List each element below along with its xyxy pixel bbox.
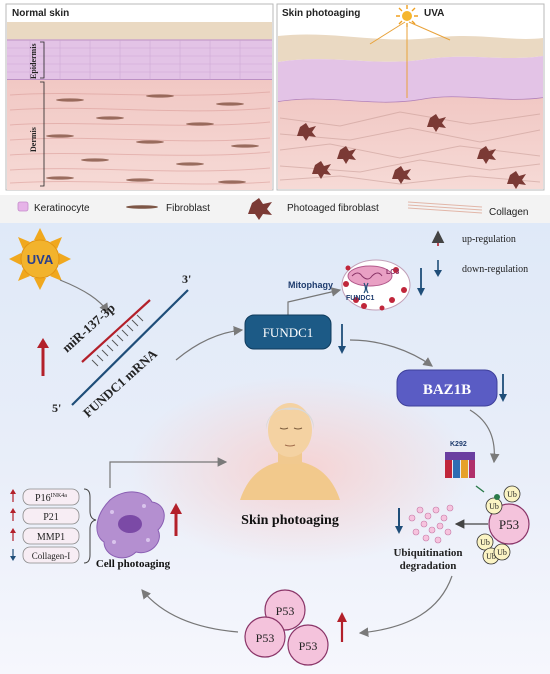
ubiquitin-complex: K292 P53 Ub Ub Ub Ub Ub	[445, 441, 530, 565]
p53-accumulation: P53 P53 P53	[244, 589, 347, 666]
ub-label-3: Ub	[480, 538, 490, 547]
uva-sun-icon: UVA	[9, 228, 71, 290]
marker-p16: P16INK4a	[35, 493, 67, 504]
mitophagy-down-arrow	[417, 288, 425, 296]
p53-label-1: P53	[276, 604, 295, 618]
marker-collagen: Collagen-I	[32, 551, 71, 561]
marker-panel: P16INK4a P21 MMP1 Collagen-I	[10, 488, 97, 564]
k292-label: K292	[450, 441, 467, 448]
mitochondrion-icon	[347, 265, 393, 287]
ub-label-5: Ub	[497, 548, 507, 557]
ub-label-1: Ub	[507, 490, 517, 499]
ub-label-2: Ub	[489, 502, 499, 511]
mirna-up-arrow	[37, 338, 49, 348]
uva-label: UVA	[27, 252, 54, 267]
fundc1-node: FUNDC1	[244, 314, 346, 354]
mitophagy-group: Mitophagy LC3 FUNDC1	[287, 259, 425, 316]
uva-top-label: UVA	[424, 8, 444, 19]
p53-up-arrow	[337, 612, 347, 622]
p53-degradation-down-arrow	[395, 526, 403, 534]
photoaging-title: Skin photoaging	[282, 8, 360, 19]
dermis-label: Dermis	[29, 127, 38, 152]
baz1b-node: BAZ1B	[396, 369, 507, 407]
fundc1-label: FUNDC1	[263, 325, 314, 340]
center-label: Skin photoaging	[241, 513, 339, 528]
fibroblast-swatch	[126, 205, 158, 209]
marker-mmp1: MMP1	[37, 532, 65, 543]
marker-p16-text: P16	[35, 493, 51, 504]
collagen-swatch	[407, 201, 483, 214]
three-prime-label: 3'	[182, 272, 191, 286]
key-down-label: down-regulation	[462, 264, 528, 275]
five-prime-label: 5'	[52, 401, 61, 415]
degradation-fragments: Ubiquitination degradation	[393, 504, 488, 572]
fundc1-down-arrow	[338, 346, 346, 354]
photoaging-skin-panel: Skin photoaging UVA	[276, 3, 545, 191]
legend-keratinocyte: Keratinocyte	[34, 203, 90, 214]
p53-label-2: P53	[256, 631, 275, 645]
cell-photoaging-label: Cell photoaging	[96, 558, 171, 570]
senescent-cell: Cell photoaging	[96, 491, 182, 570]
normal-skin-title: Normal skin	[12, 8, 69, 19]
baz1b-label: BAZ1B	[423, 382, 471, 398]
legend-photoaged-fibroblast: Photoaged fibroblast	[287, 203, 379, 214]
photoaged-fibroblast-swatch	[248, 198, 272, 220]
key-up-label: up-regulation	[462, 234, 516, 245]
legend-collagen: Collagen	[489, 207, 528, 218]
ubiquitination-label: Ubiquitination	[393, 547, 462, 559]
p53-label-3: P53	[299, 639, 318, 653]
baz1b-down-arrow	[499, 394, 507, 402]
collagen-down-arrow	[10, 556, 16, 561]
mitophagy-label: Mitophagy	[288, 280, 333, 290]
legend-fibroblast: Fibroblast	[166, 203, 210, 214]
elderly-face-icon: Skin photoaging	[240, 403, 340, 528]
legend: Keratinocyte Fibroblast Photoaged fibrob…	[0, 195, 550, 223]
marker-p21: P21	[43, 512, 59, 523]
lc3-label: LC3	[386, 269, 399, 276]
regulation-key: up-regulation down-regulation	[431, 230, 528, 277]
ub-label-4: Ub	[486, 552, 496, 561]
keratinocyte-swatch	[17, 201, 29, 212]
marker-p16-sup: INK4a	[51, 493, 68, 499]
normal-skin-panel: Normal skin Epidermis Dermis	[5, 3, 274, 191]
cell-up-arrow	[170, 503, 182, 514]
degradation-label: degradation	[400, 560, 457, 572]
epidermis-label: Epidermis	[29, 43, 38, 79]
ubiquitin-ligase-icon	[445, 452, 475, 478]
p53-ub-label: P53	[499, 517, 519, 532]
fundc1-small-label: FUNDC1	[346, 295, 374, 302]
